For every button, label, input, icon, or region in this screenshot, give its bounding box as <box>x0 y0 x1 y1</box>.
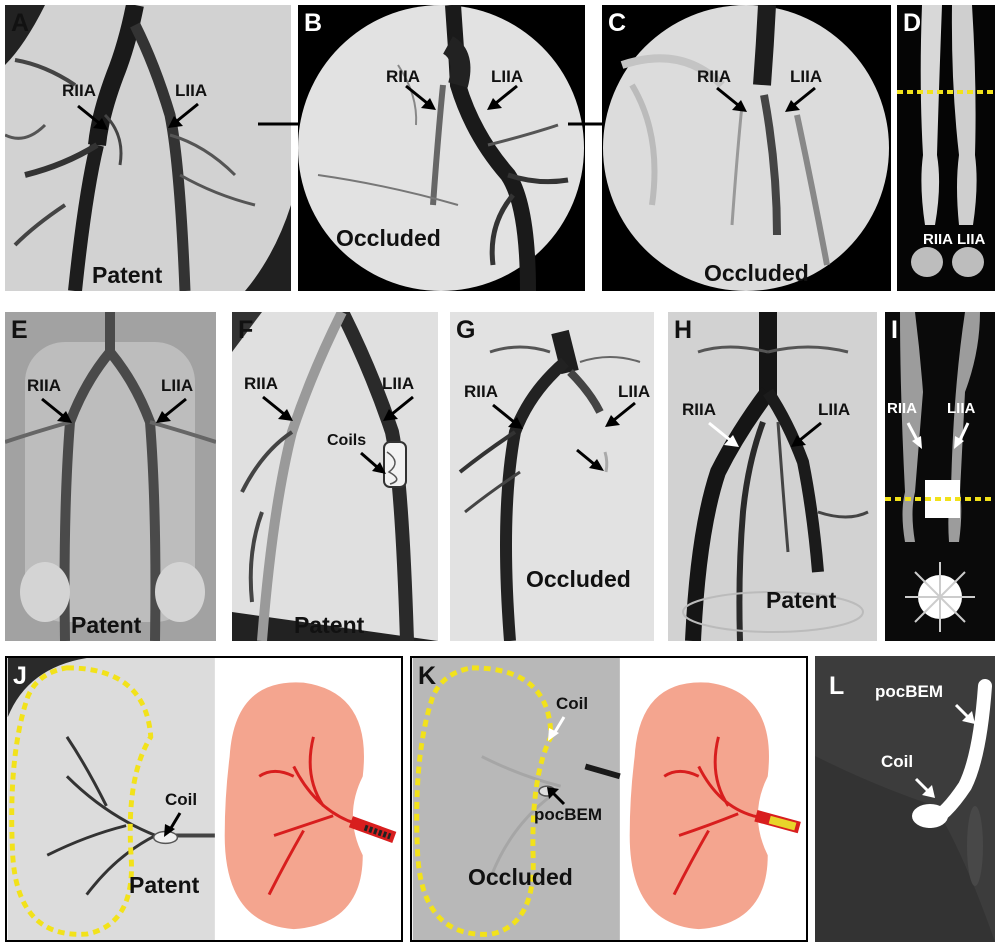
pocbem-label: pocBEM <box>534 805 602 824</box>
liia-label: LIIA <box>957 231 986 248</box>
liia-label: LIIA <box>790 67 823 86</box>
panel-letter: A <box>11 9 30 37</box>
state-label: Occluded <box>336 225 441 251</box>
panel-letter: B <box>304 9 323 37</box>
panel-f: F RIIA LIIA Coils Patent <box>232 312 438 641</box>
arrow-icon <box>168 102 199 128</box>
arrow-icon <box>156 397 187 423</box>
coil-label: Coil <box>881 752 914 771</box>
panel-c: C RIIA LIIA Occluded <box>602 5 891 291</box>
state-label: Occluded <box>704 260 809 286</box>
state-label: Patent <box>92 262 163 288</box>
arrow-icon <box>906 422 922 449</box>
riia-label: RIIA <box>244 374 278 393</box>
riia-label: RIIA <box>62 81 96 100</box>
state-label: Patent <box>294 612 365 638</box>
riia-label: RIIA <box>697 67 731 86</box>
liia-label: LIIA <box>175 81 208 100</box>
panel-a: A RIIA LIIA Patent <box>5 5 291 291</box>
state-label: Patent <box>766 587 837 613</box>
arrow-icon <box>548 716 566 741</box>
coil-label: Coil <box>165 790 198 809</box>
panel-e: E RIIA LIIA Patent <box>5 312 216 641</box>
panel-letter: G <box>456 316 476 344</box>
state-label: Patent <box>129 872 200 898</box>
riia-label: RIIA <box>887 400 917 417</box>
riia-label: RIIA <box>682 400 716 419</box>
panel-letter: L <box>829 672 845 700</box>
panel-b-angiogram <box>298 5 585 291</box>
panel-letter: F <box>238 316 254 344</box>
arrow-icon <box>954 703 975 724</box>
panel-letter: H <box>674 316 693 344</box>
coils-label: Coils <box>327 432 367 449</box>
panel-i-3d-reconstruction <box>885 312 995 641</box>
panel-j-angiogram-and-kidney-illustration <box>7 658 397 940</box>
arrow-icon <box>164 812 182 837</box>
state-label: Patent <box>71 612 142 638</box>
state-label: Occluded <box>526 566 631 592</box>
arrow-icon <box>487 84 518 110</box>
arrow-icon <box>785 86 816 112</box>
panel-a-angiogram <box>5 5 291 291</box>
liia-label: LIIA <box>161 376 194 395</box>
arrow-icon <box>41 397 72 423</box>
arrow-icon <box>262 395 293 421</box>
panel-d-3d-reconstruction <box>897 5 995 291</box>
panel-b: B RIIA LIIA Occluded <box>298 5 585 291</box>
panel-h-angiogram <box>668 312 877 641</box>
riia-label: RIIA <box>464 382 498 401</box>
coil-label: Coil <box>556 694 589 713</box>
panel-h: H RIIA LIIA Patent <box>668 312 877 641</box>
panel-d: D RIIA LIIA <box>897 5 995 291</box>
panel-l-fluoroscopy <box>815 656 995 942</box>
liia-label: LIIA <box>618 382 651 401</box>
arrow-icon <box>954 422 970 449</box>
panel-j: J Coil Patent <box>5 656 403 942</box>
panel-g: G RIIA LIIA Occluded <box>450 312 654 641</box>
panel-letter: D <box>903 9 922 37</box>
riia-label: RIIA <box>923 231 953 248</box>
panel-letter: I <box>891 316 898 344</box>
panel-c-angiogram <box>602 5 891 291</box>
riia-label: RIIA <box>386 67 420 86</box>
panel-l: L pocBEM Coil <box>815 656 995 942</box>
arrow-icon <box>576 448 604 471</box>
panel-i: I RIIA LIIA <box>885 312 995 641</box>
arrow-icon <box>405 84 436 110</box>
riia-label: RIIA <box>27 376 61 395</box>
arrow-icon <box>605 401 636 427</box>
panel-k-angiogram-and-kidney-illustration <box>412 658 801 940</box>
panel-letter: C <box>608 9 627 37</box>
panel-letter: E <box>11 316 28 344</box>
arrow-icon <box>791 421 822 447</box>
pocbem-label: pocBEM <box>875 682 943 701</box>
arrow-icon <box>547 787 566 806</box>
panel-f-angiogram <box>232 312 438 641</box>
arrow-icon <box>492 403 523 429</box>
arrow-icon <box>716 86 747 112</box>
state-label: Occluded <box>468 864 573 890</box>
liia-label: LIIA <box>818 400 851 419</box>
panel-letter: J <box>13 662 27 690</box>
panel-e-angiogram <box>5 312 216 641</box>
liia-label: LIIA <box>491 67 524 86</box>
panel-k: K Coil pocBEM Occluded <box>410 656 808 942</box>
liia-label: LIIA <box>382 374 415 393</box>
arrow-icon <box>914 777 935 798</box>
panel-g-angiogram <box>450 312 654 641</box>
liia-label: LIIA <box>947 400 976 417</box>
panel-letter: K <box>418 662 437 690</box>
arrow-icon <box>77 104 108 130</box>
arrow-icon <box>383 395 414 421</box>
arrow-icon <box>360 451 386 474</box>
arrow-icon <box>708 421 739 447</box>
